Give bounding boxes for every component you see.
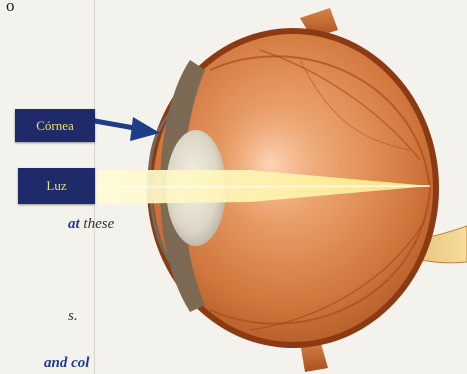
cornea-label: Córnea: [15, 109, 95, 142]
cropped-text-blue: at: [68, 216, 80, 232]
cropped-text-line-2: s.: [68, 308, 78, 325]
vitreous-highlight: [215, 105, 325, 225]
cropped-text-rest: these: [80, 216, 115, 232]
cropped-text-line-1: at these: [68, 216, 114, 233]
light-beam-core: [96, 186, 430, 187]
cornea-label-text: Córnea: [36, 118, 74, 134]
light-label-text: Luz: [46, 178, 66, 194]
light-label: Luz: [18, 168, 95, 204]
cropped-text-line-3: and col: [44, 355, 89, 372]
